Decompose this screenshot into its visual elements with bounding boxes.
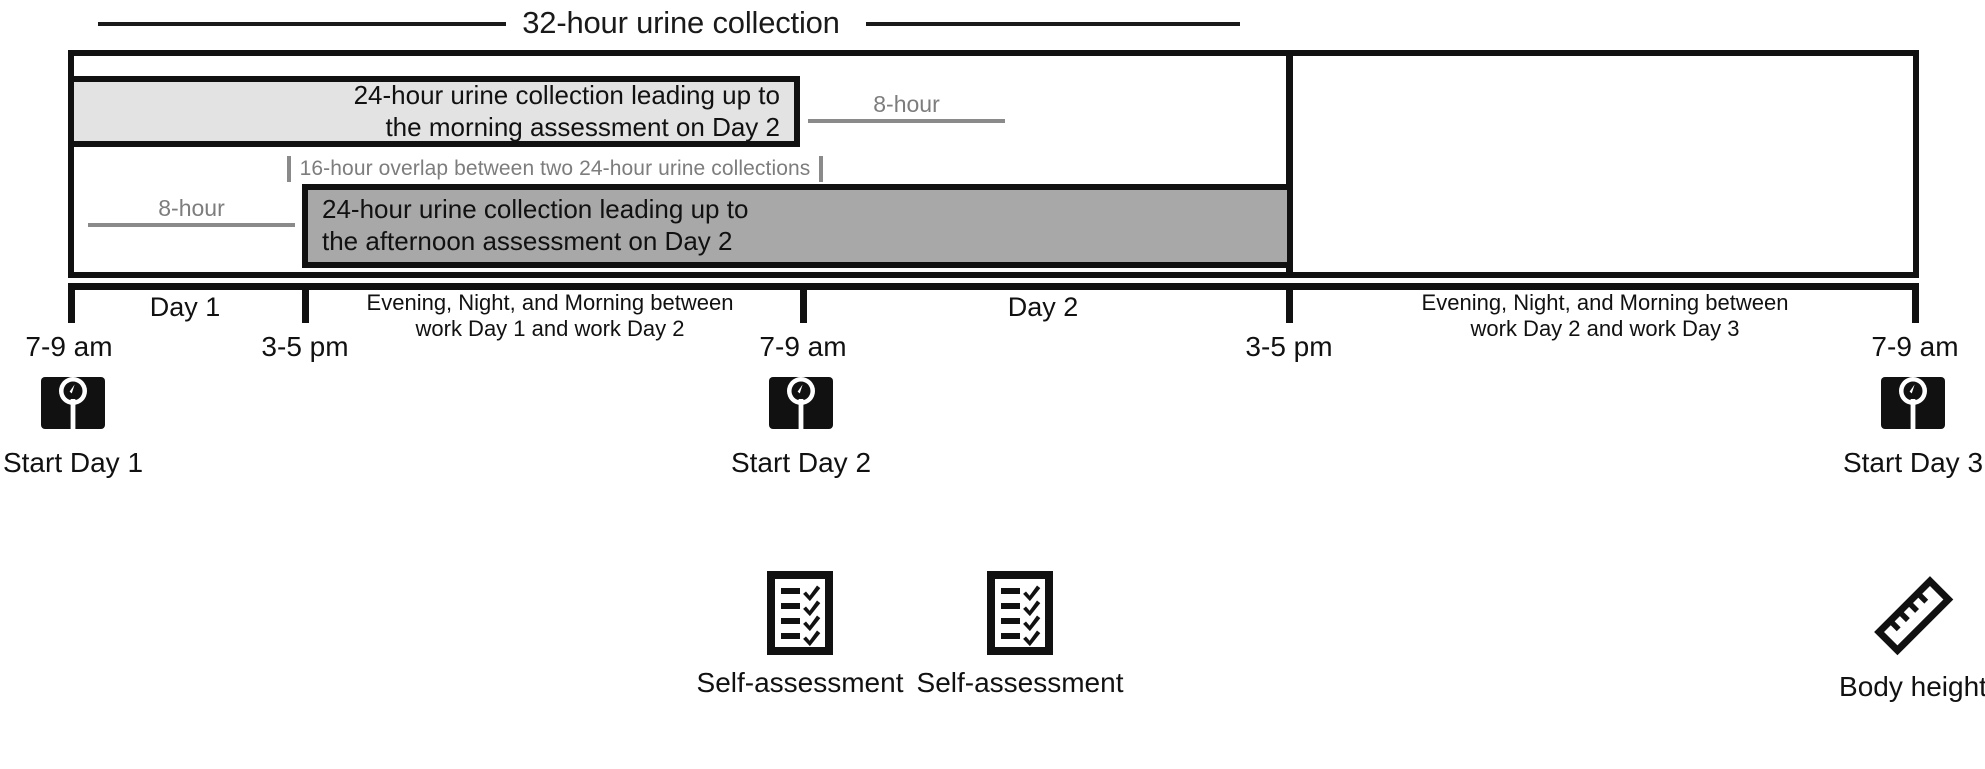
axis-tick-day1-afternoon: [302, 283, 309, 323]
event-caption-start-day-2: Start Day 2: [730, 447, 872, 478]
eight-hour-bottom-rule: [88, 223, 295, 228]
header-rule-left: [98, 22, 506, 26]
timeline-axis: [68, 283, 1919, 290]
afternoon-collection-label: 24-hour urine collection leading up to t…: [322, 194, 749, 256]
time-label-day1-morning: 7-9 am: [25, 331, 113, 362]
checklist-icon: [981, 567, 1059, 659]
time-label-day2-morning: 7-9 am: [759, 331, 847, 362]
time-label-day3-morning: 7-9 am: [1871, 331, 1959, 362]
header-rule-right: [866, 22, 1240, 26]
axis-tick-day1-morning: [68, 283, 75, 323]
event-caption-self-assessment-afternoon: Self-assessment: [916, 667, 1124, 698]
eight-hour-top-annotation: 8-hour: [808, 91, 1005, 124]
event-caption-start-day-1: Start Day 1: [2, 447, 144, 478]
axis-tick-day2-afternoon: [1286, 283, 1293, 323]
eight-hour-bottom-annotation: 8-hour: [88, 195, 295, 228]
eight-hour-bottom-label: 8-hour: [158, 195, 225, 221]
axis-period-day1: Day 1: [149, 292, 221, 322]
scale-icon: [765, 367, 837, 439]
axis-period-night1: Evening, Night, and Morning between work…: [366, 290, 734, 341]
axis-tick-day3-morning: [1912, 283, 1919, 323]
scale-icon: [1877, 367, 1949, 439]
time-label-day2-afternoon: 3-5 pm: [1245, 331, 1333, 362]
axis-period-night2: Evening, Night, and Morning between work…: [1421, 290, 1789, 341]
event-caption-start-day-3: Start Day 3: [1842, 447, 1984, 478]
event-start-day-3: Start Day 3: [1843, 367, 1983, 479]
event-caption-body-height: Body height: [1839, 671, 1985, 702]
eight-hour-top-label: 8-hour: [873, 91, 940, 117]
header-title: 32-hour urine collection: [522, 5, 840, 40]
overlap-cap-left: [286, 156, 291, 182]
scale-icon: [37, 367, 109, 439]
overlap-annotation: 16-hour overlap between two 24-hour urin…: [286, 155, 824, 183]
axis-period-day2: Day 2: [1007, 292, 1079, 322]
axis-tick-day2-morning: [800, 283, 807, 323]
overlap-cap-right: [819, 156, 824, 182]
afternoon-collection-bar: 24-hour urine collection leading up to t…: [302, 184, 1293, 268]
event-self-assessment-morning: Self-assessment: [697, 567, 903, 699]
event-caption-self-assessment-morning: Self-assessment: [696, 667, 904, 698]
event-start-day-2: Start Day 2: [731, 367, 871, 479]
morning-collection-label: 24-hour urine collection leading up to t…: [353, 79, 780, 142]
checklist-icon: [761, 567, 839, 659]
time-label-day1-afternoon: 3-5 pm: [261, 331, 349, 362]
event-self-assessment-afternoon: Self-assessment: [917, 567, 1123, 699]
frame-divider-day2-afternoon: [1286, 50, 1293, 278]
ruler-icon: [1865, 567, 1961, 663]
overlap-label: 16-hour overlap between two 24-hour urin…: [299, 157, 811, 180]
morning-collection-bar: 24-hour urine collection leading up to t…: [68, 76, 800, 147]
event-body-height: Body height: [1838, 567, 1985, 703]
event-start-day-1: Start Day 1: [3, 367, 143, 479]
eight-hour-top-rule: [808, 119, 1005, 124]
